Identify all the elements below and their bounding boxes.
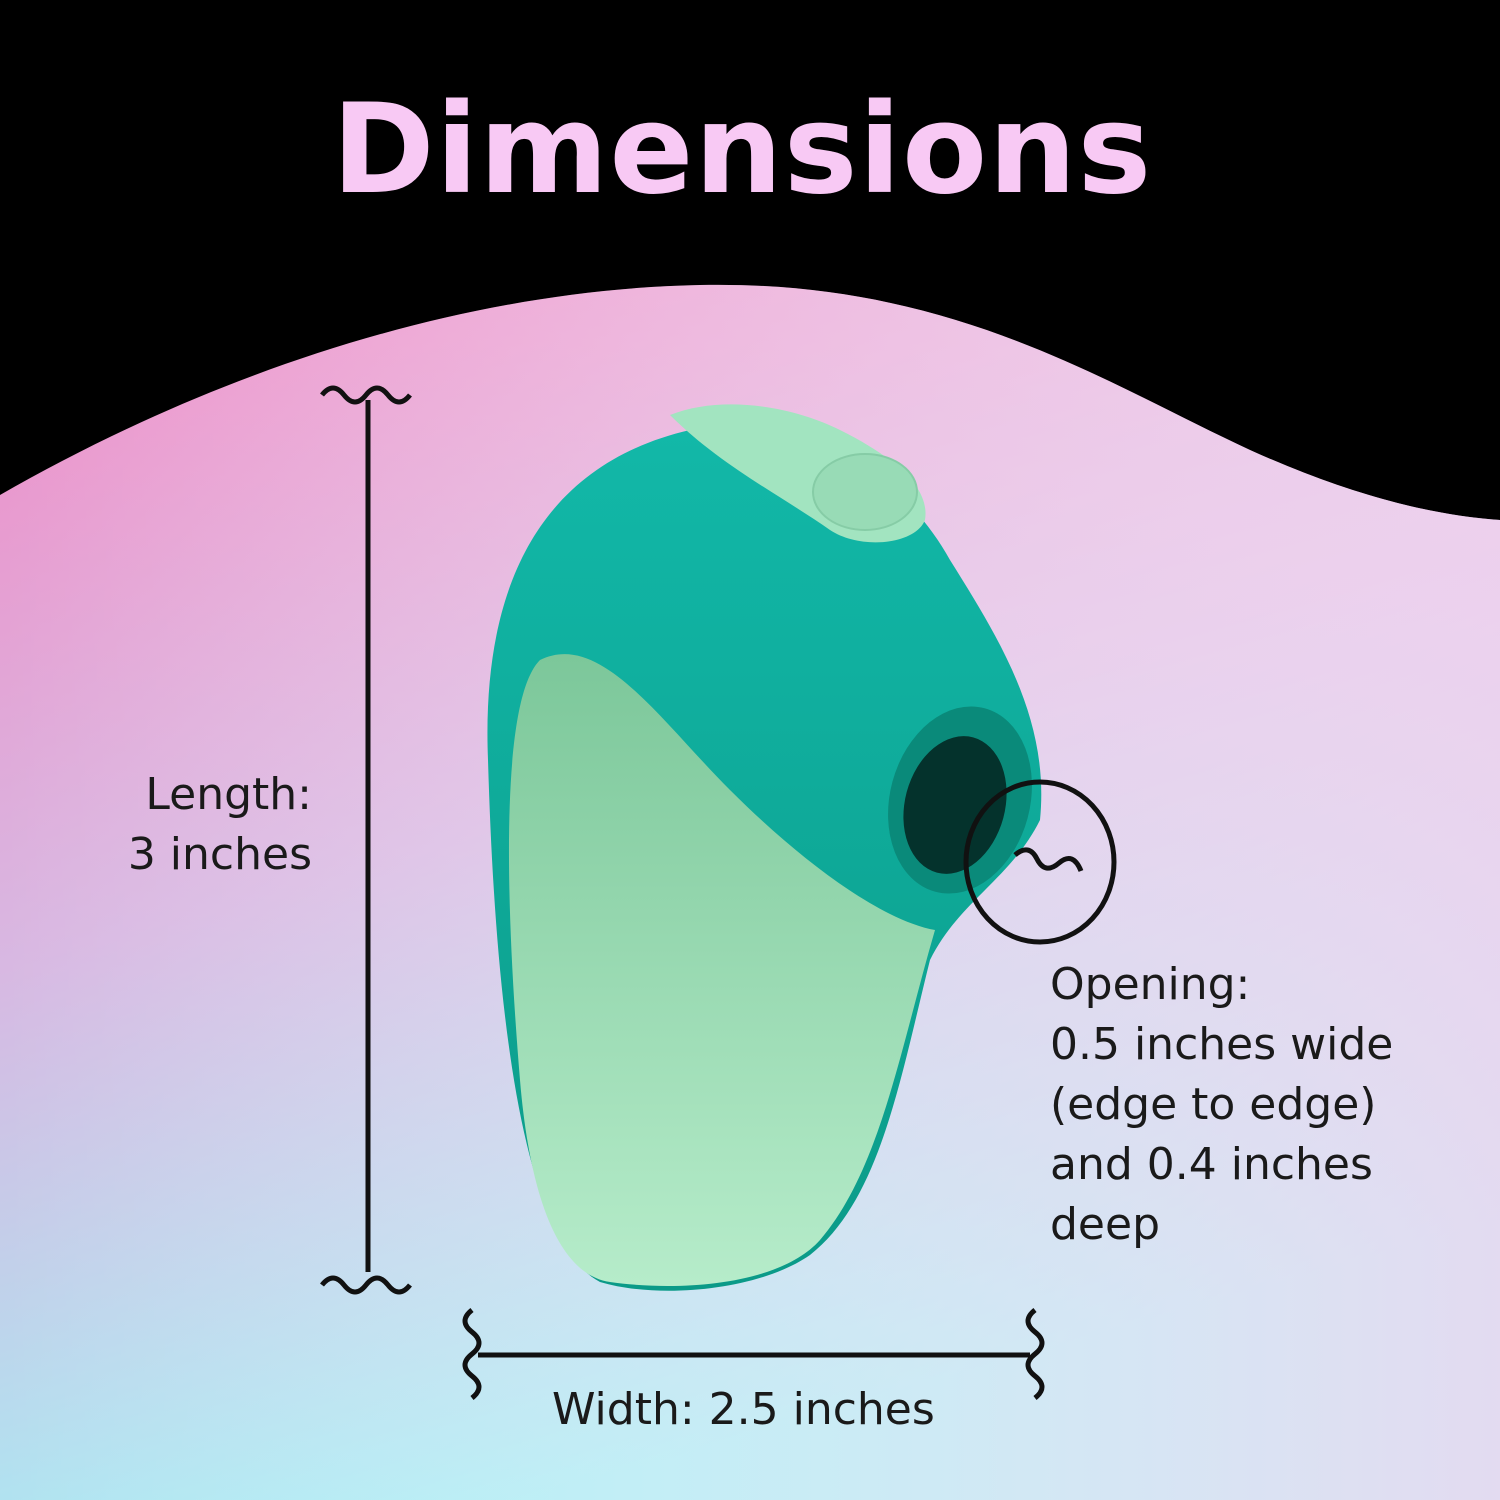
- width-label: Width: 2.5 inches: [552, 1384, 935, 1435]
- opening-line: deep: [1050, 1199, 1160, 1250]
- length-value: 3 inches: [127, 829, 312, 880]
- page-title: Dimensions: [331, 78, 1153, 222]
- width-dimension-marker: [462, 1308, 1045, 1400]
- opening-line: and 0.4 inches: [1050, 1139, 1373, 1190]
- opening-line: (edge to edge): [1050, 1079, 1377, 1130]
- device: [487, 404, 1042, 1291]
- opening-line: 0.5 inches wide: [1050, 1019, 1394, 1070]
- length-label: Length: 3 inches: [128, 765, 312, 885]
- opening-label: Opening: 0.5 inches wide (edge to edge) …: [1050, 955, 1393, 1255]
- opening-line: Opening:: [1050, 959, 1251, 1010]
- opening-callout-circle: [963, 779, 1117, 945]
- length-dimension-marker: [320, 385, 412, 1295]
- length-label-text: Length:: [145, 769, 312, 820]
